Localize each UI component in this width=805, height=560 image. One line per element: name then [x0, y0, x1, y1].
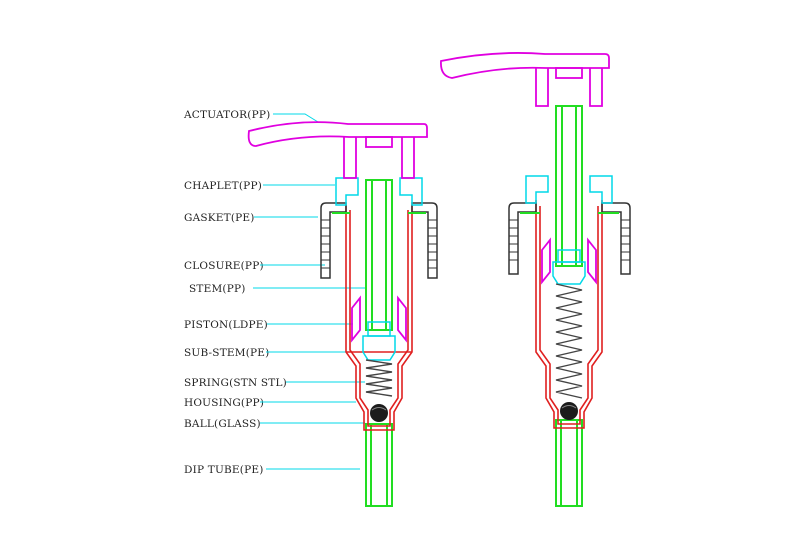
piston-left — [351, 295, 407, 343]
label-gasket: GASKET(PE) — [184, 212, 255, 224]
chaplet-right — [525, 175, 613, 204]
leader-actuator — [273, 113, 319, 123]
dip-tube-right — [555, 419, 583, 507]
label-spring: SPRING(STN STL) — [184, 377, 287, 389]
stem-right — [555, 105, 583, 267]
actuator-left — [247, 121, 428, 179]
label-closure: CLOSURE(PP) — [184, 260, 264, 272]
label-stem: STEM(PP) — [189, 283, 246, 295]
label-sub-stem: SUB-STEM(PE) — [184, 347, 269, 359]
pump-left-pressed — [247, 121, 438, 507]
chaplet-left — [335, 177, 423, 206]
label-dip-tube: DIP TUBE(PE) — [184, 464, 264, 476]
piston-right — [541, 237, 597, 285]
leader-lines — [253, 113, 366, 470]
actuator-right — [440, 52, 610, 107]
spring-right — [555, 283, 583, 399]
sub-stem-left — [362, 321, 396, 361]
closure-left — [320, 202, 438, 279]
pump-right-extended — [440, 52, 631, 507]
ball-left — [370, 404, 388, 422]
label-actuator: ACTUATOR(PP) — [183, 109, 270, 121]
part-labels: ACTUATOR(PP) CHAPLET(PP) GASKET(PE) CLOS… — [183, 109, 287, 476]
housing-right — [535, 200, 603, 429]
label-ball: BALL(GLASS) — [184, 418, 261, 430]
sub-stem-right — [552, 249, 586, 285]
label-chaplet: CHAPLET(PP) — [184, 180, 262, 192]
spring-left — [365, 359, 393, 397]
stem-left — [365, 179, 393, 331]
label-housing: HOUSING(PP) — [184, 397, 264, 409]
housing-left — [345, 205, 413, 431]
ball-right — [560, 402, 578, 420]
dip-tube-left — [365, 423, 393, 507]
label-piston: PISTON(LDPE) — [184, 319, 268, 331]
